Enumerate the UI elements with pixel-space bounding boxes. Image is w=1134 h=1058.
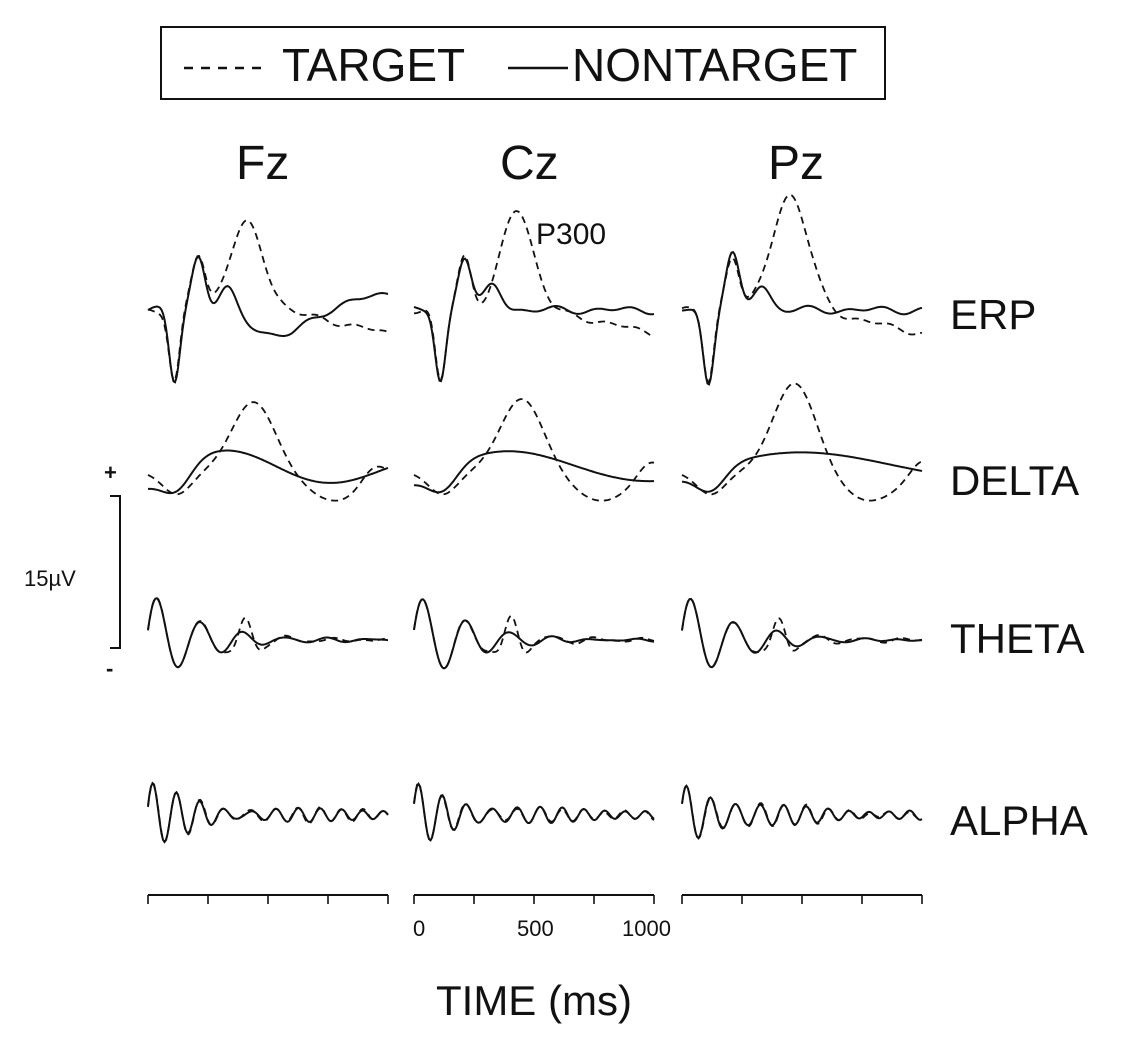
scale-bar-label: 15µV xyxy=(24,566,76,591)
x-tick-500: 500 xyxy=(517,916,554,941)
series-nontarget-pz-delta xyxy=(681,451,923,493)
series-nontarget-fz-delta xyxy=(148,449,389,495)
series-nontarget-pz-alpha xyxy=(681,784,923,840)
series-target-pz-erp xyxy=(681,193,923,383)
x-tick-1000: 1000 xyxy=(622,916,671,941)
column-title-pz: Pz xyxy=(768,137,825,190)
series-nontarget-fz-erp xyxy=(147,255,389,384)
series-target-fz-delta xyxy=(147,401,389,502)
scale-bar xyxy=(110,495,121,649)
column-title-fz: Fz xyxy=(236,137,290,190)
legend-target-label: TARGET xyxy=(282,39,466,91)
series-nontarget-cz-theta xyxy=(413,598,655,670)
series-target-cz-delta xyxy=(413,398,655,502)
series-target-fz-alpha xyxy=(147,781,389,844)
series-nontarget-fz-theta xyxy=(147,597,389,669)
legend-nontarget-swatch xyxy=(508,66,568,70)
series-target-cz-erp xyxy=(413,210,655,382)
series-nontarget-fz-alpha xyxy=(147,781,389,844)
series-target-pz-delta xyxy=(681,382,923,502)
series-nontarget-cz-erp xyxy=(413,257,655,383)
series-nontarget-pz-theta xyxy=(681,597,923,669)
legend: TARGET NONTARGET xyxy=(160,26,886,100)
x-tick-0: 0 xyxy=(413,916,426,941)
scale-plus-sign: + xyxy=(104,460,117,485)
legend-target-swatch xyxy=(184,66,268,70)
column-title-cz: Cz xyxy=(500,137,559,190)
series-target-cz-alpha xyxy=(413,781,655,842)
row-label-delta: DELTA xyxy=(950,457,1080,504)
series-nontarget-cz-alpha xyxy=(413,781,655,842)
row-label-erp: ERP xyxy=(950,291,1037,338)
p300-annotation: P300 xyxy=(536,218,607,251)
row-label-alpha: ALPHA xyxy=(950,797,1088,844)
scale-minus-sign: - xyxy=(106,656,114,681)
legend-nontarget-label: NONTARGET xyxy=(572,39,858,91)
series-nontarget-pz-erp xyxy=(681,250,923,386)
row-label-theta: THETA xyxy=(950,615,1085,662)
x-axis-label: TIME (ms) xyxy=(436,977,632,1024)
series-nontarget-cz-delta xyxy=(413,450,654,494)
